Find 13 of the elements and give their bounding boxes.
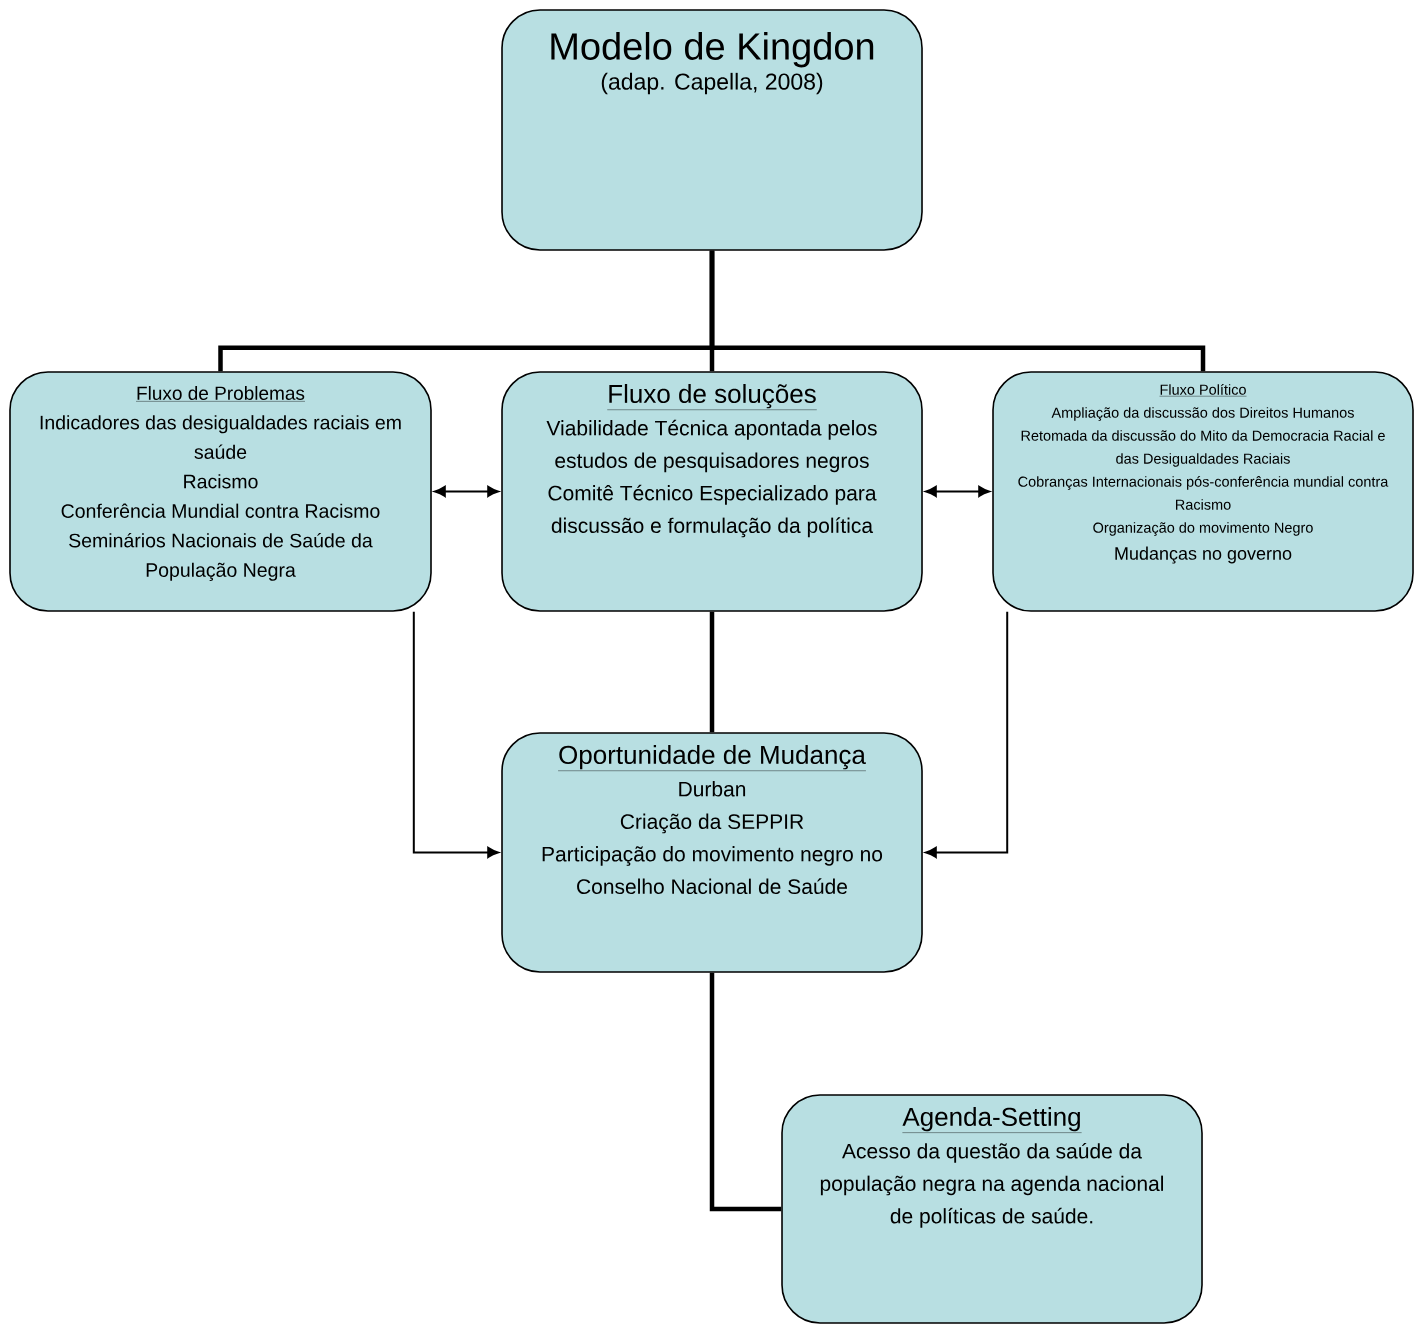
arrow	[925, 485, 990, 498]
flow-box: Fluxo de Problemas Indicadores das desigualdades raciais em saúde Racismo Conferência Mundial contra Racismo Seminários Nacionais de Saúde da População Negra	[9, 371, 432, 612]
flow-box: Oportunidade de Mudança Durban Criação da SEPPIR Participação do movimento negro no Conselho Nacional de Saúde	[501, 732, 923, 973]
flow-box: Agenda-Setting Acesso da questão da saúde da população negra na agenda nacional de políticas de saúde.	[781, 1094, 1203, 1324]
connector-line	[709, 250, 1206, 372]
arrow	[434, 485, 499, 498]
arrow	[412, 610, 499, 859]
flow-box: Fluxo Político Ampliação da discussão dos Direitos Humanos Retomada da discussão do Mito da Democracia Racial e das Desigualdades Raciais Cobranças Internacionais pós-conferência mundial contra Racismo Organização do movimento Negro Mudanças no governo	[992, 371, 1414, 612]
connector-line	[709, 611, 715, 733]
flow-box: Fluxo de soluções Viabilidade Técnica apontada pelos estudos de pesquisadores negros Comitê Técnico Especializado para discussão e formulação da política	[501, 371, 923, 612]
arrow	[925, 610, 1009, 859]
connector-line	[709, 972, 782, 1212]
title-box: Modelo de Kingdon (adap. Capella, 2008)	[501, 9, 923, 251]
